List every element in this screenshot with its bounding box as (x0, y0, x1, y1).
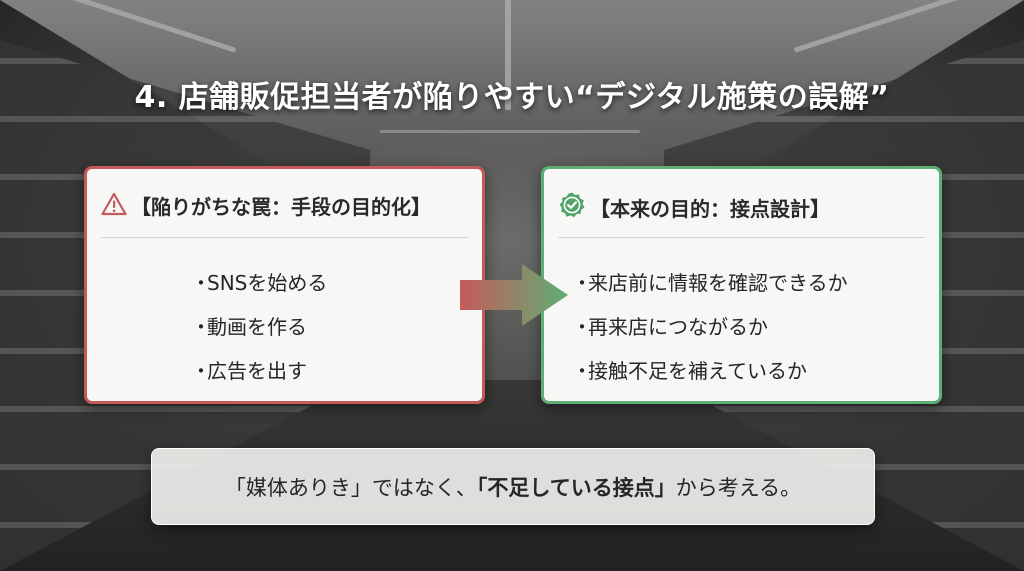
true-purpose-card-header: 【本来の目的：接点設計】 (558, 191, 830, 223)
check-badge-icon (558, 191, 586, 223)
list-item-text: 接触不足を補えているか (588, 359, 807, 383)
bullet: ・ (572, 359, 592, 383)
list-item: ・広告を出す (191, 349, 327, 393)
list-item-text: 広告を出す (207, 359, 307, 383)
ceiling-light (505, 0, 511, 110)
page-title: 4. 店舗販促担当者が陥りやすい“デジタル施策の誤解” (134, 80, 890, 115)
misconception-card-title: 【陥りがちな罠：手段の目的化】 (131, 195, 431, 219)
list-item-text: 動画を作る (207, 315, 307, 339)
arrow-right-icon (460, 264, 570, 326)
list-item: ・動画を作る (191, 305, 327, 349)
list-item-text: 来店前に情報を確認できるか (588, 271, 848, 295)
summary-banner: 「媒体ありき」ではなく、「不足している接点」から考える。 (151, 448, 875, 525)
list-item-text: SNSを始める (207, 271, 328, 295)
ceiling-light (380, 130, 640, 133)
summary-text-part: 「媒体ありき」ではなく、 (224, 475, 477, 500)
list-item: ・SNSを始める (191, 261, 327, 305)
true-purpose-card: 【本来の目的：接点設計】 ・来店前に情報を確認できるか ・再来店につながるか ・… (541, 166, 942, 404)
bullet: ・ (572, 271, 592, 295)
summary-text-part: から考える。 (675, 475, 802, 500)
list-item: ・来店前に情報を確認できるか (572, 261, 848, 305)
bullet: ・ (191, 315, 211, 339)
divider (101, 237, 468, 238)
warning-triangle-icon (101, 192, 127, 220)
summary-text-emphasis: 「不足している接点」 (476, 475, 676, 500)
true-purpose-card-title: 【本来の目的：接点設計】 (590, 196, 830, 221)
divider (558, 237, 925, 238)
bullet: ・ (572, 315, 592, 339)
misconception-list: ・SNSを始める ・動画を作る ・広告を出す (191, 261, 327, 393)
true-purpose-list: ・来店前に情報を確認できるか ・再来店につながるか ・接触不足を補えているか (572, 261, 848, 393)
summary-text: 「媒体ありき」ではなく、「不足している接点」から考える。 (225, 472, 801, 502)
bullet: ・ (191, 359, 211, 383)
list-item-text: 再来店につながるか (588, 315, 768, 339)
bullet: ・ (191, 271, 211, 295)
list-item: ・接触不足を補えているか (572, 349, 848, 393)
misconception-card: 【陥りがちな罠：手段の目的化】 ・SNSを始める ・動画を作る ・広告を出す (84, 166, 485, 404)
misconception-card-header: 【陥りがちな罠：手段の目的化】 (101, 191, 431, 220)
list-item: ・再来店につながるか (572, 305, 848, 349)
